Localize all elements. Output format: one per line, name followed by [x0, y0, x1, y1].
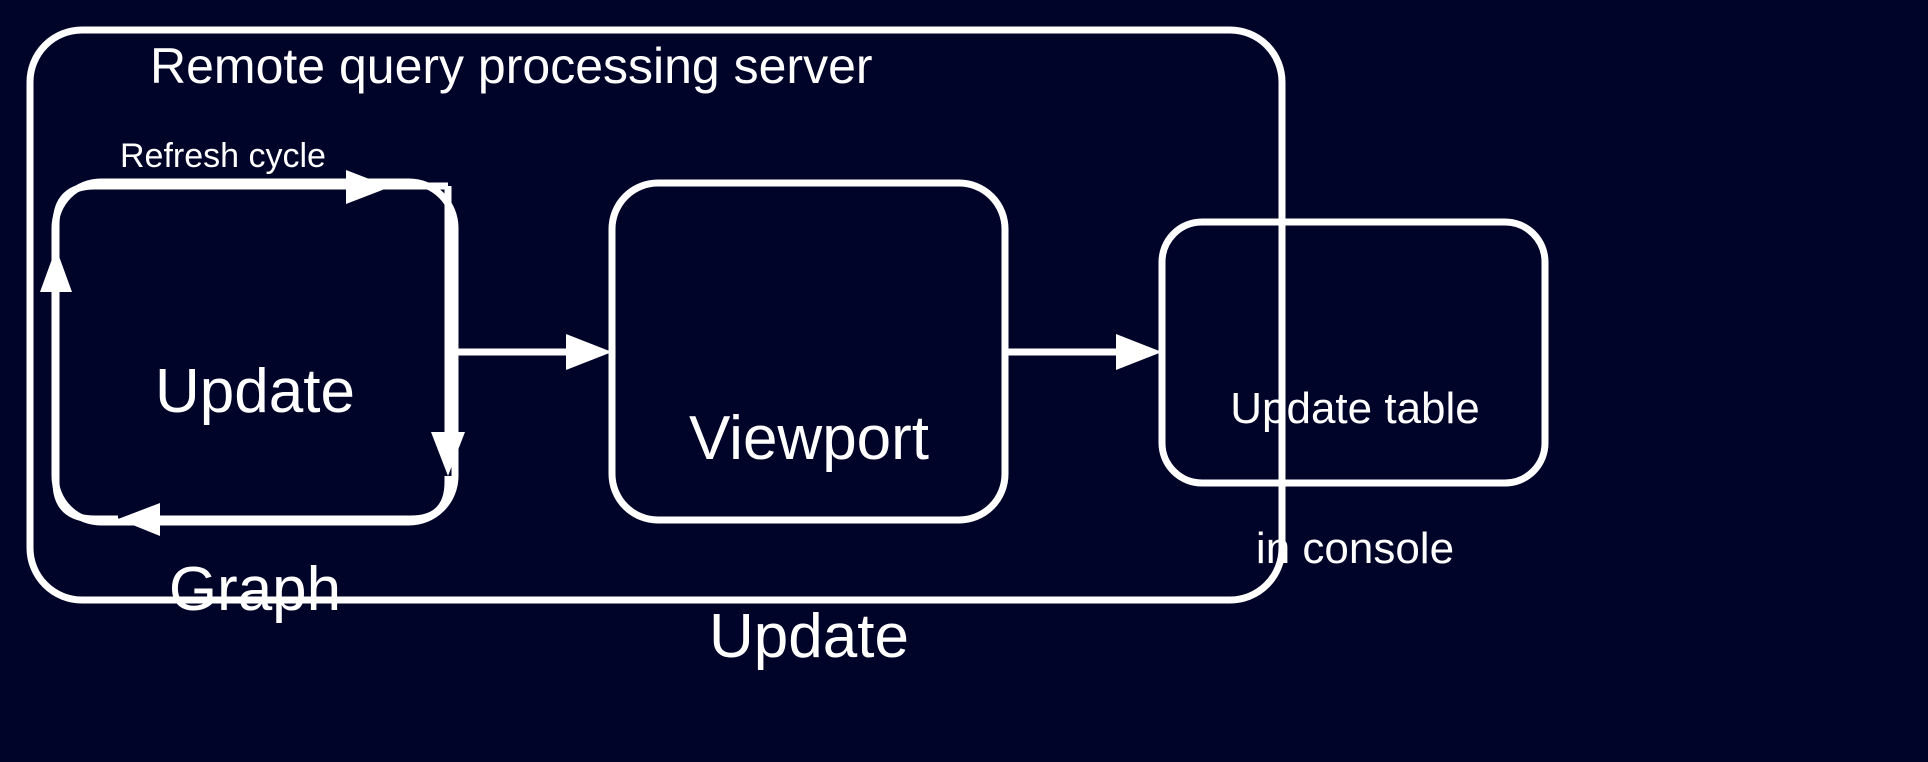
node-update-graph-processor[interactable] — [51, 178, 459, 526]
refresh-cycle-loop-bottom-path — [140, 476, 452, 523]
arrow-right-icon-viewport-to-console — [1116, 334, 1162, 370]
node-update-table-in-console[interactable] — [1158, 218, 1549, 487]
container-remote-query-processing-server[interactable] — [26, 26, 1286, 604]
node-viewport-update[interactable] — [608, 179, 1009, 524]
refresh-cycle-loop-top-path — [52, 182, 448, 250]
arrow-right-icon-processor-to-viewport — [566, 334, 612, 370]
arrow-right-icon-refresh-top — [346, 170, 390, 204]
arrow-down-icon-refresh-right — [431, 432, 465, 476]
